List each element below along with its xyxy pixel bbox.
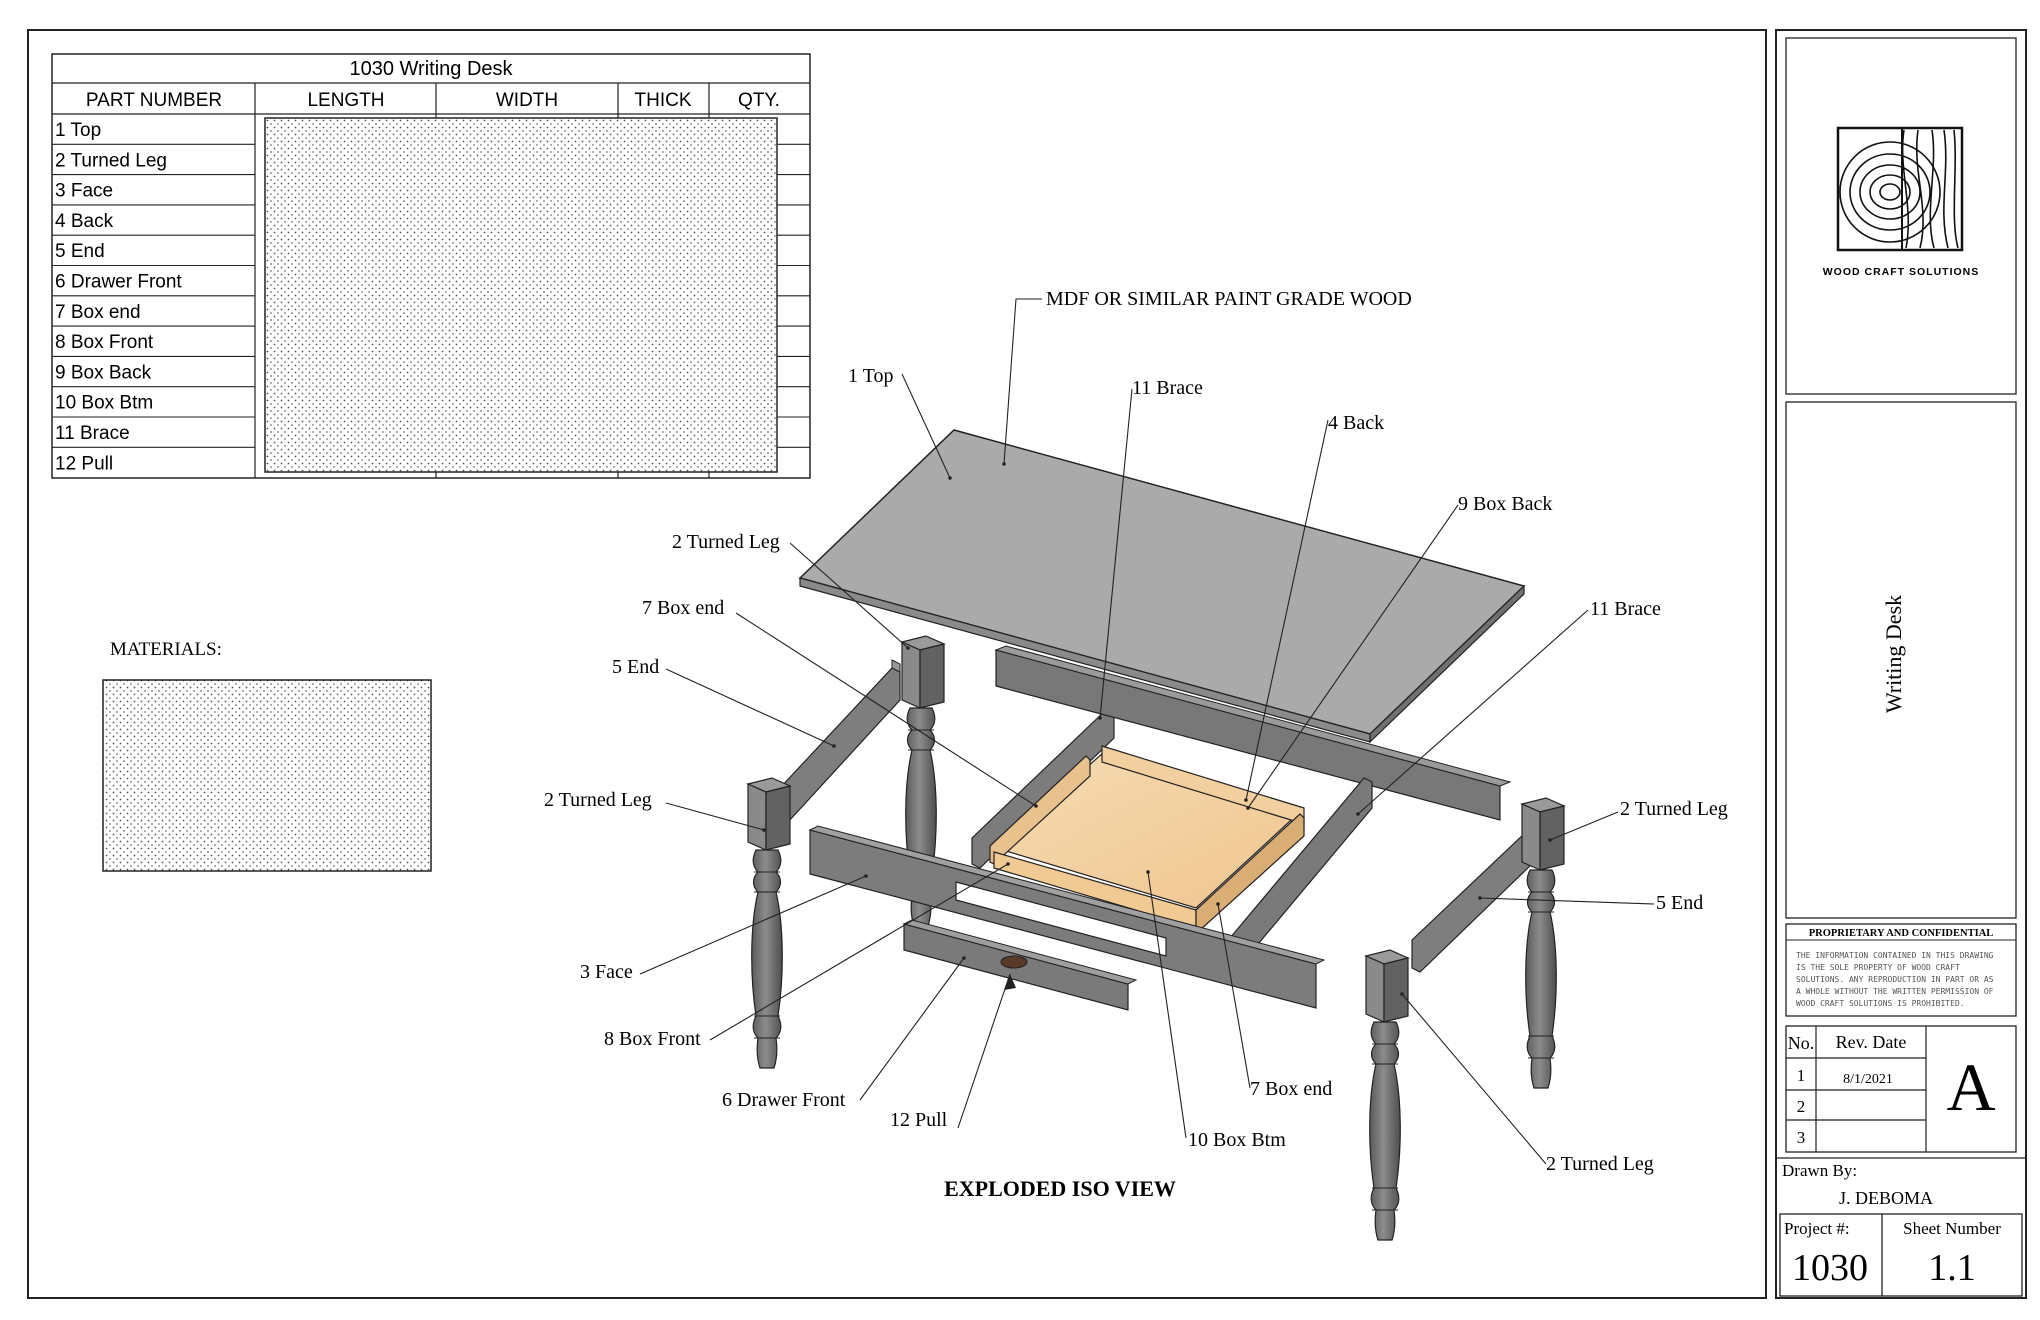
drawing-title: Writing Desk xyxy=(1881,595,1906,713)
title-block-border xyxy=(1775,29,2027,1299)
callout-end-left: 5 End xyxy=(612,656,659,678)
pull xyxy=(1000,955,1028,969)
rev-no-header: No. xyxy=(1788,1033,1815,1053)
callout-box-end-right: 7 Box end xyxy=(1250,1078,1332,1100)
sheet-label: Sheet Number xyxy=(1903,1219,2001,1238)
callout-brace-center: 11 Brace xyxy=(1132,377,1203,399)
header-width: WIDTH xyxy=(496,90,558,111)
sheet-number: 1.1 xyxy=(1928,1247,1976,1289)
part-row-label: 4 Back xyxy=(55,211,114,232)
callout-turned-leg-front-right: 2 Turned Leg xyxy=(1546,1153,1654,1175)
revision-letter: A xyxy=(1946,1049,1995,1125)
part-row-label: 11 Brace xyxy=(55,423,130,444)
svg-text:THE INFORMATION CONTAINED IN T: THE INFORMATION CONTAINED IN THIS DRAWIN… xyxy=(1796,951,1994,960)
part-row-label: 6 Drawer Front xyxy=(55,272,182,293)
part-row-label: 1 Top xyxy=(55,120,101,141)
callout-turned-leg-back-right: 2 Turned Leg xyxy=(1620,798,1728,820)
drawing-title-panel xyxy=(1785,401,2017,919)
callout-drawer-front: 6 Drawer Front xyxy=(722,1089,846,1111)
callout-box-btm: 10 Box Btm xyxy=(1188,1129,1286,1151)
callout-pull: 12 Pull xyxy=(890,1109,948,1131)
callout-box-back: 9 Box Back xyxy=(1458,493,1552,515)
header-part-number: PART NUMBER xyxy=(86,90,222,111)
proprietary-text: THE INFORMATION CONTAINED IN THIS DRAWIN… xyxy=(1796,951,1994,1008)
parts-table: 1030 Writing Desk PART NUMBER LENGTH WID… xyxy=(51,53,811,479)
rev-row-1-no: 1 xyxy=(1797,1066,1806,1085)
part-row-label: 3 Face xyxy=(55,181,113,202)
callout-turned-leg-back-left: 2 Turned Leg xyxy=(672,531,780,553)
drawn-by-name: J. DEBOMA xyxy=(1839,1188,1933,1208)
view-title: EXPLODED ISO VIEW xyxy=(944,1176,1176,1201)
company-name: WOOD CRAFT SOLUTIONS xyxy=(1823,266,1980,278)
materials-label: MATERIALS: xyxy=(110,639,222,660)
drawn-by-label: Drawn By: xyxy=(1782,1161,1857,1180)
logo-panel xyxy=(1785,37,2017,395)
part-row-label: 8 Box Front xyxy=(55,332,154,353)
part-row-label: 12 Pull xyxy=(55,453,113,474)
svg-text:SOLUTIONS. ANY REPRODUCTION IN: SOLUTIONS. ANY REPRODUCTION IN PART OR A… xyxy=(1796,975,1994,984)
callout-turned-leg-front-left: 2 Turned Leg xyxy=(544,789,652,811)
parts-table-title: 1030 Writing Desk xyxy=(349,58,513,80)
drawing-border xyxy=(27,29,1767,1299)
callout-back: 4 Back xyxy=(1328,412,1384,434)
callout-top: 1 Top xyxy=(848,365,893,387)
materials-box xyxy=(102,679,432,872)
drawer-front xyxy=(902,919,1138,1011)
project-label: Project #: xyxy=(1784,1219,1850,1238)
turned-leg-back-right xyxy=(1521,797,1565,1089)
callout-box-end-left: 7 Box end xyxy=(642,597,724,619)
exploded-view xyxy=(747,429,1565,1241)
drawer-opening xyxy=(955,881,1167,957)
callout-end-right: 5 End xyxy=(1656,892,1703,914)
part-row-label: 7 Box end xyxy=(55,302,141,323)
title-block: WOOD CRAFT SOLUTIONS Writing Desk PROPRI… xyxy=(1776,37,2026,1297)
callout-box-front: 8 Box Front xyxy=(604,1028,701,1050)
callout-face: 3 Face xyxy=(580,961,633,983)
proprietary-heading: PROPRIETARY AND CONFIDENTIAL xyxy=(1809,928,1994,939)
rev-row-2-no: 2 xyxy=(1797,1097,1806,1116)
callout-mdf-note: MDF OR SIMILAR PAINT GRADE WOOD xyxy=(1046,288,1412,310)
proprietary-panel xyxy=(1785,923,2017,1017)
parts-table-blank-area xyxy=(264,117,778,473)
rev-row-3-no: 3 xyxy=(1797,1128,1806,1147)
part-row-label: 9 Box Back xyxy=(55,362,152,383)
project-sheet-panel xyxy=(1779,1213,2023,1297)
face-rail xyxy=(808,825,1326,1009)
revision-table xyxy=(1785,1025,2017,1153)
part-row-label: 5 End xyxy=(55,241,105,262)
header-qty: QTY. xyxy=(738,90,780,111)
part-row-label: 2 Turned Leg xyxy=(55,150,167,171)
svg-text:A WHOLE WITHOUT THE WRITTEN PE: A WHOLE WITHOUT THE WRITTEN PERMISSION O… xyxy=(1796,987,1994,996)
header-thick: THICK xyxy=(635,90,692,111)
box-end-left xyxy=(989,755,1091,865)
rev-row-1-date: 8/1/2021 xyxy=(1843,1072,1893,1087)
header-length: LENGTH xyxy=(307,90,384,111)
project-number: 1030 xyxy=(1792,1247,1868,1289)
leader-lines xyxy=(639,298,1655,1165)
svg-text:IS THE SOLE PROPERTY OF WOOD C: IS THE SOLE PROPERTY OF WOOD CRAFT xyxy=(1796,963,1960,972)
callout-brace-right: 11 Brace xyxy=(1590,598,1661,620)
company-logo-icon xyxy=(1836,126,1964,252)
end-panel-left xyxy=(779,667,901,823)
end-panel-right xyxy=(1411,833,1533,973)
part-row-label: 10 Box Btm xyxy=(55,393,153,414)
rev-date-header: Rev. Date xyxy=(1836,1032,1907,1052)
svg-text:WOOD CRAFT SOLUTIONS IS PROHIB: WOOD CRAFT SOLUTIONS IS PROHIBITED. xyxy=(1796,999,1965,1008)
turned-leg-front-left xyxy=(747,777,791,1069)
